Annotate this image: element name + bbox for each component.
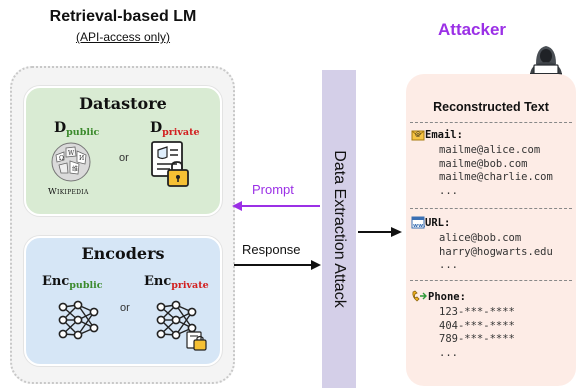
divider [410,208,572,209]
reconstructed-text-panel: Reconstructed Text @ Email: mailme@alice… [406,74,576,386]
url-label: URL: [425,217,451,229]
private-neural-network-icon [156,300,207,351]
hacker-icon [530,46,562,76]
reconstructed-title: Reconstructed Text [433,100,549,114]
list-item: ... [439,259,458,271]
d-private-subscript: private [162,127,200,138]
encoders-title: Encoders [81,244,165,263]
wikipedia-caption: Wikipedia [48,187,89,197]
attacker-title: Attacker [438,20,507,39]
svg-text:@: @ [415,131,421,138]
phone-label: Phone: [428,291,466,303]
retrieval-lm-title: Retrieval-based LM [49,8,197,25]
enc-private-text: Enc [144,274,172,289]
list-item: alice@bob.com [439,232,522,244]
d-public-subscript: public [66,127,100,138]
svg-text:W: W [68,150,75,157]
email-list: mailme@alice.com mailme@bob.com mailme@c… [439,144,553,198]
email-icon: @ [411,130,425,141]
d-private-label: Dprivate [150,120,200,138]
list-item: 789-***-**** [439,333,515,345]
attack-arrowhead-icon [391,227,402,237]
attack-to-recon-arrow [358,227,402,237]
prompt-label: Prompt [252,182,294,197]
list-item: mailme@bob.com [439,157,528,170]
enc-public-label: Encpublic [42,274,103,291]
svg-text:И: И [79,155,84,162]
public-neural-network-icon [58,300,99,340]
encoders-panel: Encoders Encpublic or Encprivate [24,236,222,366]
phone-icon [412,290,427,302]
svg-text:www: www [413,223,425,229]
response-arrowhead-icon [311,260,321,270]
retrieval-lm-subtitle: (API-access only) [75,30,171,44]
list-item: mailme@alice.com [439,144,541,156]
divider [410,122,572,123]
list-item: ... [439,184,458,197]
list-item: 123-***-**** [439,306,515,318]
datastore-or: or [119,152,129,164]
response-label: Response [242,242,301,257]
url-list: alice@bob.com harry@hogwarts.edu ... [439,232,553,273]
prompt-arrowhead-icon [232,201,242,211]
list-item: mailme@charlie.com [439,171,553,183]
datastore-panel: Datastore Dpublic or Dprivate Ω W И 维 Wi… [24,86,222,216]
wikipedia-globe-icon: Ω W И 维 [51,142,91,182]
url-icon: www [411,216,425,229]
encoders-or: or [120,302,130,314]
svg-text:Ω: Ω [59,155,64,162]
divider [410,280,572,281]
d-public-label: Dpublic [54,120,100,138]
phone-list: 123-***-**** 404-***-**** 789-***-**** .… [439,306,515,360]
enc-private-label: Encprivate [144,274,209,291]
data-extraction-attack-label: Data Extraction Attack [331,150,348,308]
list-item: harry@hogwarts.edu [439,245,553,258]
svg-text:维: 维 [72,165,78,173]
list-item: 404-***-**** [439,319,515,332]
enc-private-subscript: private [171,280,209,291]
list-item: ... [439,346,458,359]
email-label: Email: [425,129,463,141]
prompt-response-arrows [232,201,321,270]
data-extraction-attack-bar [322,70,356,388]
enc-public-subscript: public [69,280,103,291]
d-private-letter: D [150,120,163,136]
private-document-lock-icon [151,141,189,187]
datastore-title: Datastore [79,94,167,113]
enc-public-text: Enc [42,274,70,289]
d-public-letter: D [54,120,67,136]
